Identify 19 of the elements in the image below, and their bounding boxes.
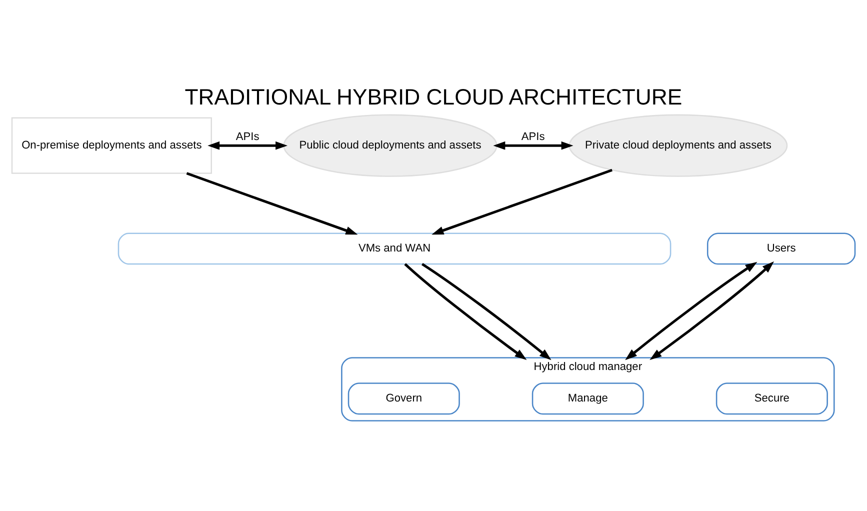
node-box: Secure: [716, 382, 828, 415]
node-box: VMs and WAN: [118, 232, 672, 265]
arrow: [625, 262, 758, 360]
arrow: [404, 263, 527, 360]
node-ellipse: Private cloud deployments and assets: [568, 114, 788, 177]
node-ellipse: Public cloud deployments and assets: [283, 114, 498, 177]
arrow: [432, 168, 612, 235]
node-box: Manage: [532, 382, 644, 415]
node-box: Users: [706, 232, 856, 265]
arrow: [208, 141, 288, 150]
arrow: [493, 141, 574, 150]
node-box: Govern: [348, 382, 460, 415]
arrow: [421, 262, 552, 360]
diagram-title: TRADITIONAL HYBRID CLOUD ARCHITECTURE: [184, 84, 682, 110]
edge-label: APIs: [521, 130, 545, 143]
edge-label: APIs: [236, 130, 260, 143]
node-box: On-premise deployments and assets: [11, 117, 212, 174]
arrow: [186, 172, 358, 235]
arrow: [650, 261, 774, 360]
